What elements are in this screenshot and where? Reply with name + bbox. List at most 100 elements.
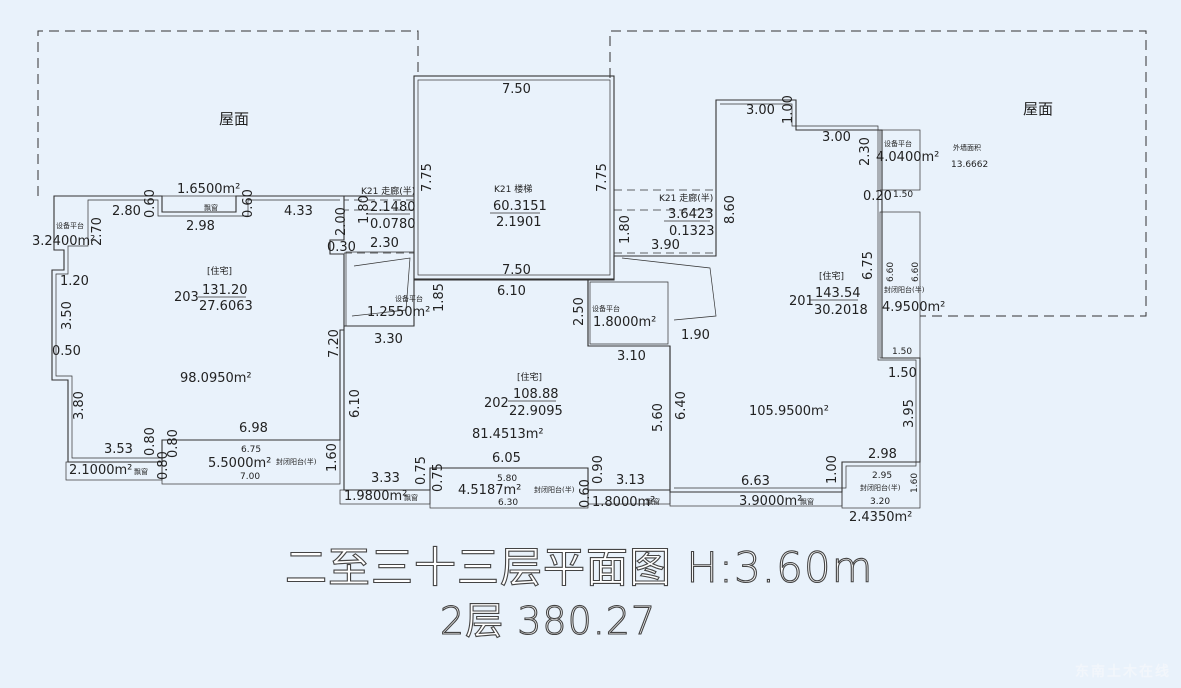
balcony-label: 封闭阳台(半) (884, 285, 925, 294)
dim-label: 1.50 (892, 347, 912, 357)
dim-label: 4.33 (284, 204, 313, 219)
dim-label: 6.30 (498, 498, 518, 508)
dim-label: 0.50 (52, 344, 81, 359)
unit-201-equip-recess (589, 281, 669, 345)
dim-label: 1.00 (781, 95, 796, 124)
dim-label: 2.95 (872, 471, 892, 481)
dim-label: 7.50 (502, 263, 531, 278)
facade-value: 13.6662 (951, 160, 988, 170)
dim-label: 0.20 (863, 189, 892, 204)
dim-label: 1.80 (357, 195, 372, 224)
unit-201-equip-platform-top (879, 129, 921, 191)
stair-area: 60.3151 (493, 199, 547, 214)
dim-label: 7.00 (240, 472, 260, 482)
plan-subtitle: 2层 380.27 (440, 599, 656, 643)
facade-label: 外墙面积 (953, 143, 981, 152)
watermark: 东南土木在线 (1075, 663, 1171, 680)
dim-label: 1.60 (910, 473, 920, 493)
dim-label: 6.05 (492, 451, 521, 466)
dim-label: 2.80 (112, 204, 141, 219)
unit-202-balcony (429, 467, 589, 509)
area-a8: 5.5000m² (208, 456, 271, 471)
unit-203-type: [住宅] (207, 265, 232, 277)
area-a5: 4.0400m² (876, 150, 939, 165)
unit-201-area: 143.54 (815, 286, 861, 301)
area-a7: 2.1000m² (69, 463, 132, 478)
dim-label: 3.10 (617, 349, 646, 364)
unit-201-usable: 105.9500m² (749, 404, 829, 419)
dim-label: 0.90 (591, 455, 606, 484)
corridor-right-share: 0.1323 (669, 224, 715, 239)
dim-label: 3.53 (104, 442, 133, 457)
dim-label: 1.20 (60, 274, 89, 289)
corridor-left-share: 0.0780 (370, 217, 416, 232)
dim-label: 3.13 (616, 473, 645, 488)
unit-202-number: 202 (484, 396, 509, 411)
dim-label: 6.75 (861, 251, 876, 280)
dim-label: 1.85 (432, 283, 447, 312)
dim-label: 7.20 (327, 329, 342, 358)
unit-203-stair-arc (351, 257, 411, 317)
dim-label: 2.70 (90, 217, 105, 246)
area-a6: 4.9500m² (882, 300, 945, 315)
unit-201-stair-arc (621, 257, 717, 321)
dim-label: 6.98 (239, 421, 268, 436)
area-a11: 1.8000m² (592, 495, 655, 510)
dim-label: 2.98 (868, 447, 897, 462)
unit-202-area: 108.88 (513, 387, 559, 402)
dim-label: 7.50 (502, 82, 531, 97)
roof-outline-right (609, 30, 1147, 317)
stair-share: 2.1901 (496, 215, 542, 230)
dim-label: 0.75 (414, 456, 429, 485)
dim-label: 5.80 (497, 474, 517, 484)
dim-label: 6.40 (674, 391, 689, 420)
unit-201-balcony-bottom (841, 461, 921, 509)
dim-label: 1.00 (825, 455, 840, 484)
dim-label: 2.00 (334, 207, 349, 236)
equip-label: 设备平台 (884, 139, 912, 148)
unit-202-bay-window-left (339, 489, 431, 505)
unit-201-number: 201 (789, 294, 814, 309)
dim-label: 6.60 (886, 262, 896, 282)
dim-label: 3.33 (371, 471, 400, 486)
dim-label: 3.00 (746, 103, 775, 118)
dim-label: 6.60 (911, 262, 921, 282)
area-a4: 1.8000m² (593, 315, 656, 330)
unit-203-inner (55, 199, 340, 459)
bay-window-label: 飘窗 (646, 497, 660, 506)
dim-label: 6.10 (348, 389, 363, 418)
dim-label: 7.75 (420, 163, 435, 192)
dim-label: 3.30 (374, 332, 403, 347)
dim-label: 0.75 (431, 463, 446, 492)
area-a13: 2.4350m² (849, 510, 912, 525)
bay-window-label: 飘窗 (134, 467, 148, 476)
dim-label: 3.95 (902, 399, 917, 428)
balcony-label: 封闭阳台(半) (534, 485, 575, 494)
area-a10: 4.5187m² (458, 483, 521, 498)
unit-203-bay-window-bottom (65, 461, 163, 481)
plan-title: 二至三十三层平面图 H:3.60m (285, 543, 874, 592)
roof-label-left: 屋面 (219, 110, 249, 128)
area-a9: 1.9800m² (344, 489, 407, 504)
dim-label: 0.60 (578, 479, 593, 508)
dim-label: 1.50 (893, 190, 913, 200)
unit-203-bay-window-top (161, 195, 237, 213)
unit-202-share: 22.9095 (509, 404, 563, 419)
area-a1: 1.6500m² (177, 182, 240, 197)
dim-label: 3.80 (72, 391, 87, 420)
corridor-right-area: 3.6423 (668, 207, 714, 222)
corridor-left-area: 2.1480 (370, 200, 416, 215)
area-a12: 3.9000m² (739, 494, 802, 509)
dim-label: 7.75 (595, 163, 610, 192)
unit-201-share: 30.2018 (814, 303, 868, 318)
dim-label: 1.60 (325, 443, 340, 472)
dim-label: 8.60 (723, 195, 738, 224)
area-a3: 1.2550m² (367, 305, 430, 320)
balcony-label: 封闭阳台(半) (276, 457, 317, 466)
unit-202-usable: 81.4513m² (472, 427, 544, 442)
dim-label: 2.50 (572, 297, 587, 326)
dim-label: 2.30 (858, 137, 873, 166)
dim-label: 3.50 (60, 301, 75, 330)
